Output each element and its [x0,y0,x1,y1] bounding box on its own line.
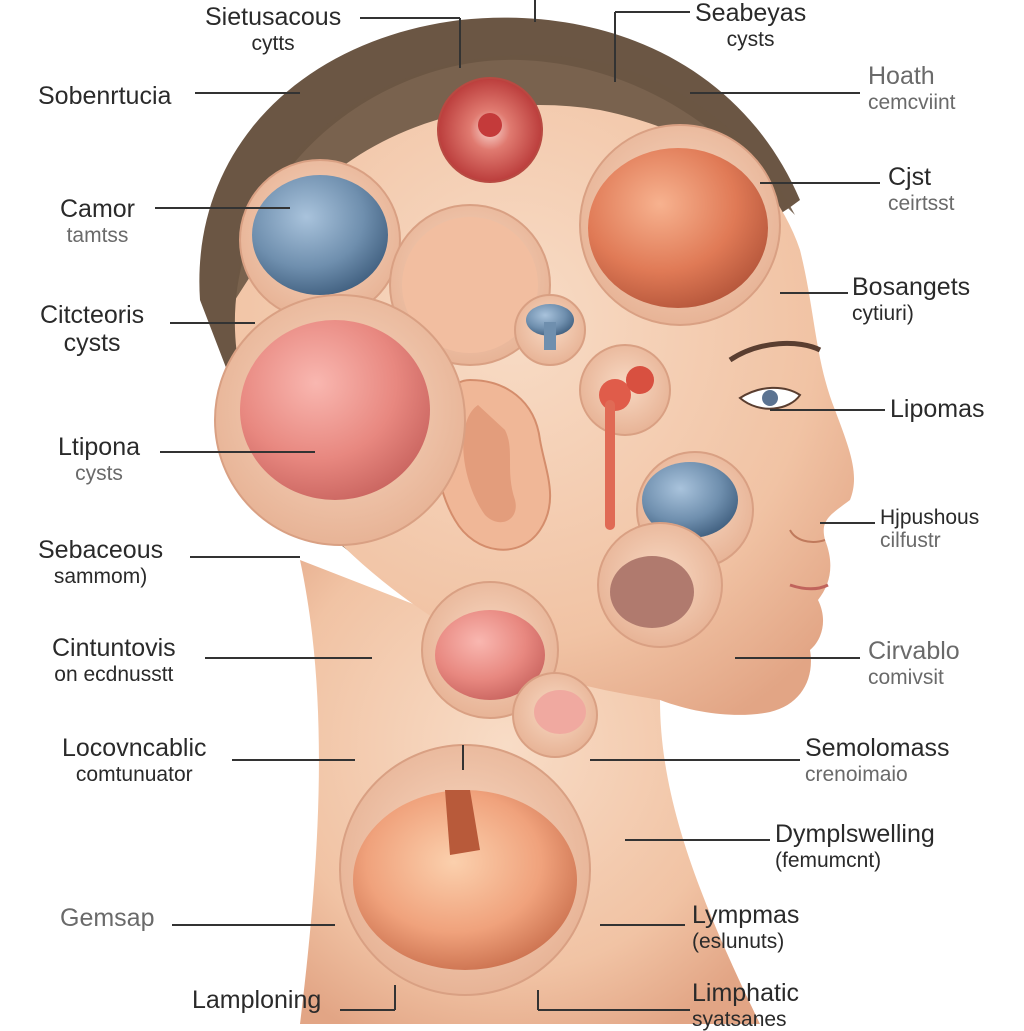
label-left-7: Locovncablic comtunuator [62,734,207,786]
label-right-4: Lipomas [890,395,985,423]
label-bottom-right: Limphatic syatsanes [692,979,799,1031]
label-left-8: Gemsap [60,904,155,932]
eye-icon [728,340,822,410]
label-right-6: Cirvablo comivsit [868,637,960,689]
label-right-9: Lympmas (eslunuts) [692,901,800,953]
leader-lines [155,0,885,1011]
label-left-5: Sebaceous sammom) [38,536,164,588]
label-right-1: Hoath cemcviint [868,62,956,114]
label-right-5: Hjpushous cilfustr [880,506,980,553]
label-bottom-left: Lamploning [192,986,322,1014]
label-top-center: Sietusacous cytts [205,3,342,55]
label-right-3: Bosangets cytiuri) [852,273,971,325]
label-top-right: Seabeyas cysts [695,0,807,51]
label-right-8: Dymplswelling (femumcnt) [775,820,935,872]
hair-top [235,54,795,301]
label-left-1: Sobenrtucia [38,82,172,110]
label-left-4: Ltipona cysts [58,433,141,485]
cyst-circles [214,77,781,996]
label-left-6: Cintuntovis on ecdnusstt [52,634,176,686]
label-left-2: Camor tamtss [60,195,136,247]
label-right-2: Cjst ceirtsst [888,163,955,215]
label-left-3: Citcteoris cysts [40,301,145,357]
label-right-7: Semolomass crenoimaio [805,734,950,786]
